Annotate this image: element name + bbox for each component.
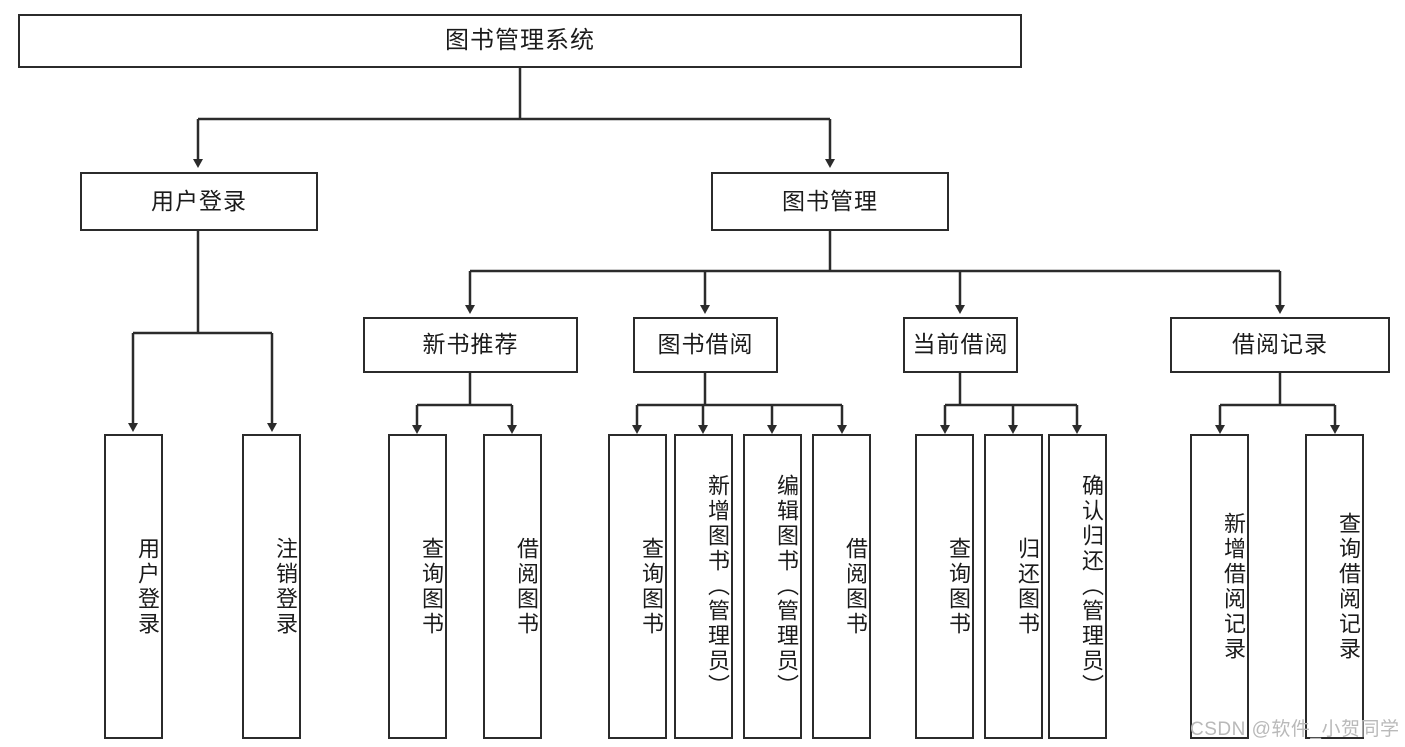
- leaf-user-login-logout[interactable]: 注销登录: [242, 434, 301, 739]
- node-label: 图书管理系统: [445, 26, 595, 54]
- node-label: 借阅图书: [514, 536, 539, 637]
- node-label: 借阅记录: [1232, 331, 1328, 358]
- node-book-management[interactable]: 图书管理: [711, 172, 949, 231]
- leaf-current-borrow-return[interactable]: 归还图书: [984, 434, 1043, 739]
- leaf-book-borrow-borrow[interactable]: 借阅图书: [812, 434, 871, 739]
- node-label: 图书借阅: [657, 331, 754, 358]
- node-book-borrow[interactable]: 图书借阅: [633, 317, 778, 373]
- node-label: 用户登录: [135, 536, 160, 637]
- node-label: 新书推荐: [422, 331, 519, 358]
- node-label: 归还图书: [1015, 536, 1040, 637]
- leaf-new-book-query[interactable]: 查询图书: [388, 434, 447, 739]
- node-label: 用户登录: [151, 187, 247, 214]
- node-root-system[interactable]: 图书管理系统: [18, 14, 1022, 68]
- leaf-book-borrow-query[interactable]: 查询图书: [608, 434, 667, 739]
- node-label: 查询借阅记录: [1336, 511, 1361, 662]
- node-new-book-recommend[interactable]: 新书推荐: [363, 317, 578, 373]
- leaf-current-borrow-query[interactable]: 查询图书: [915, 434, 974, 739]
- leaf-book-borrow-add[interactable]: 新增图书（管理员）: [674, 434, 733, 739]
- csdn-watermark: CSDN @软件_小贺同学: [1190, 719, 1400, 740]
- leaf-user-login-login[interactable]: 用户登录: [104, 434, 163, 739]
- node-label: 编辑图书（管理员）: [774, 474, 799, 699]
- leaf-borrow-record-query[interactable]: 查询借阅记录: [1305, 434, 1364, 739]
- leaf-book-borrow-edit[interactable]: 编辑图书（管理员）: [743, 434, 802, 739]
- node-label: 注销登录: [273, 536, 298, 637]
- node-label: 借阅图书: [843, 536, 868, 637]
- node-label: 新增借阅记录: [1221, 511, 1246, 662]
- node-label: 查询图书: [946, 536, 971, 637]
- leaf-borrow-record-add[interactable]: 新增借阅记录: [1190, 434, 1249, 739]
- node-label: 查询图书: [419, 536, 444, 637]
- node-label: 图书管理: [782, 187, 878, 214]
- node-borrow-record[interactable]: 借阅记录: [1170, 317, 1390, 373]
- node-label: 确认归还（管理员）: [1079, 474, 1104, 699]
- node-current-borrow[interactable]: 当前借阅: [903, 317, 1018, 373]
- node-label: 当前借阅: [912, 331, 1009, 358]
- leaf-new-book-borrow[interactable]: 借阅图书: [483, 434, 542, 739]
- node-user-login[interactable]: 用户登录: [80, 172, 318, 231]
- node-label: 查询图书: [639, 536, 664, 637]
- leaf-current-borrow-confirm[interactable]: 确认归还（管理员）: [1048, 434, 1107, 739]
- node-label: 新增图书（管理员）: [705, 474, 730, 699]
